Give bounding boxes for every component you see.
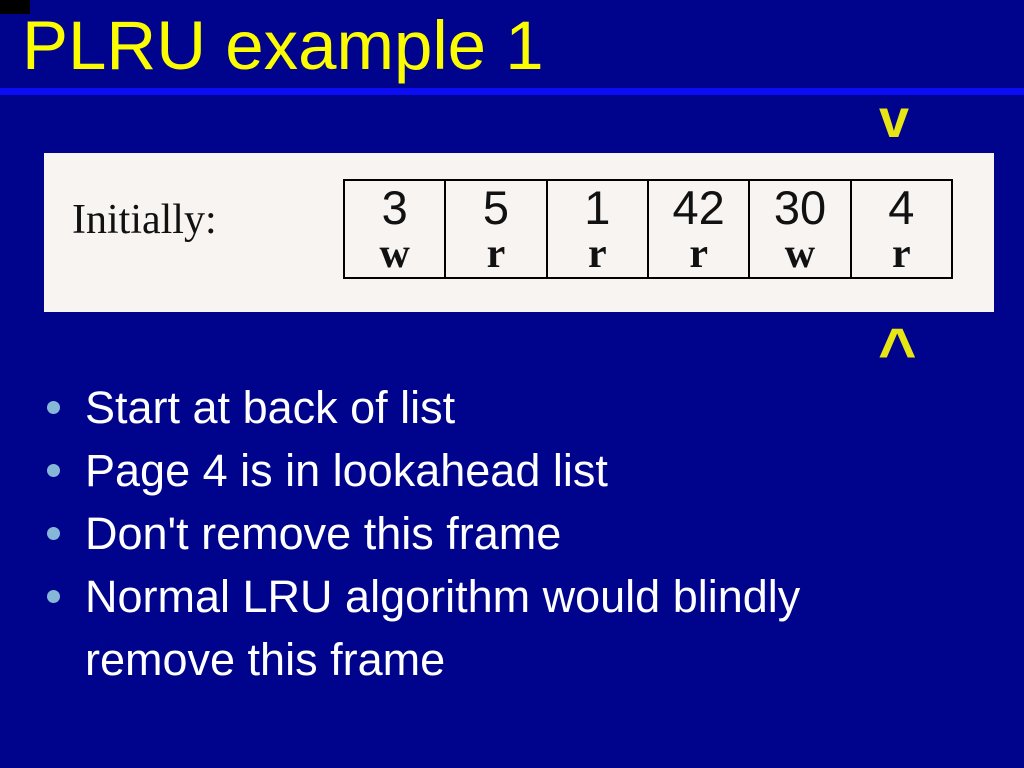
frame-cell: 5 r — [446, 181, 548, 277]
title-rule-divider — [0, 88, 1024, 95]
frame-access-mode: w — [784, 231, 816, 277]
frame-page-number: 4 — [888, 181, 915, 234]
frame-page-number: 5 — [482, 181, 510, 234]
list-item: Don't remove this frame — [44, 502, 954, 565]
frame-page-number: 3 — [381, 181, 408, 234]
frame-cell: 4 r — [852, 181, 951, 277]
frame-page-number: 30 — [773, 181, 827, 234]
list-item: Normal LRU algorithm would blindly remov… — [44, 565, 954, 691]
bullet-dot-icon — [47, 401, 60, 414]
bullet-dot-icon — [47, 590, 60, 603]
bullet-text: Page 4 is in lookahead list — [85, 445, 608, 496]
frame-table: 3 w 5 r 1 r 42 r 30 w 4 r — [343, 179, 953, 279]
bullet-text: Start at back of list — [85, 382, 456, 433]
list-item: Page 4 is in lookahead list — [44, 439, 954, 502]
bullet-dot-icon — [47, 464, 60, 477]
frame-cell: 42 r — [649, 181, 751, 277]
frame-access-mode: r — [689, 231, 708, 277]
capture-artifact-corner — [0, 0, 30, 14]
bullet-text: Normal LRU algorithm would blindly remov… — [85, 571, 801, 685]
frame-access-mode: r — [486, 231, 506, 277]
lookahead-pointer-down-icon: v — [879, 89, 910, 149]
bullet-list: Start at back of list Page 4 is in looka… — [44, 376, 954, 691]
bullet-dot-icon — [47, 527, 60, 540]
frame-cell: 3 w — [345, 181, 447, 277]
frame-page-number: 42 — [672, 181, 725, 234]
figure-label: Initially: — [72, 197, 217, 243]
frame-access-mode: w — [379, 231, 410, 277]
slide-title: PLRU example 1 — [22, 7, 544, 84]
frame-list-figure: Initially: 3 w 5 r 1 r 42 r 30 w — [44, 153, 994, 312]
frame-cell: 1 r — [548, 181, 649, 277]
list-item: Start at back of list — [44, 376, 954, 439]
frame-access-mode: r — [891, 231, 911, 277]
lookahead-pointer-up-icon: ^ — [878, 314, 917, 388]
bullet-text: Don't remove this frame — [85, 508, 562, 559]
frame-access-mode: r — [587, 231, 607, 277]
frame-page-number: 1 — [584, 181, 611, 234]
frame-cell: 30 w — [750, 181, 852, 277]
